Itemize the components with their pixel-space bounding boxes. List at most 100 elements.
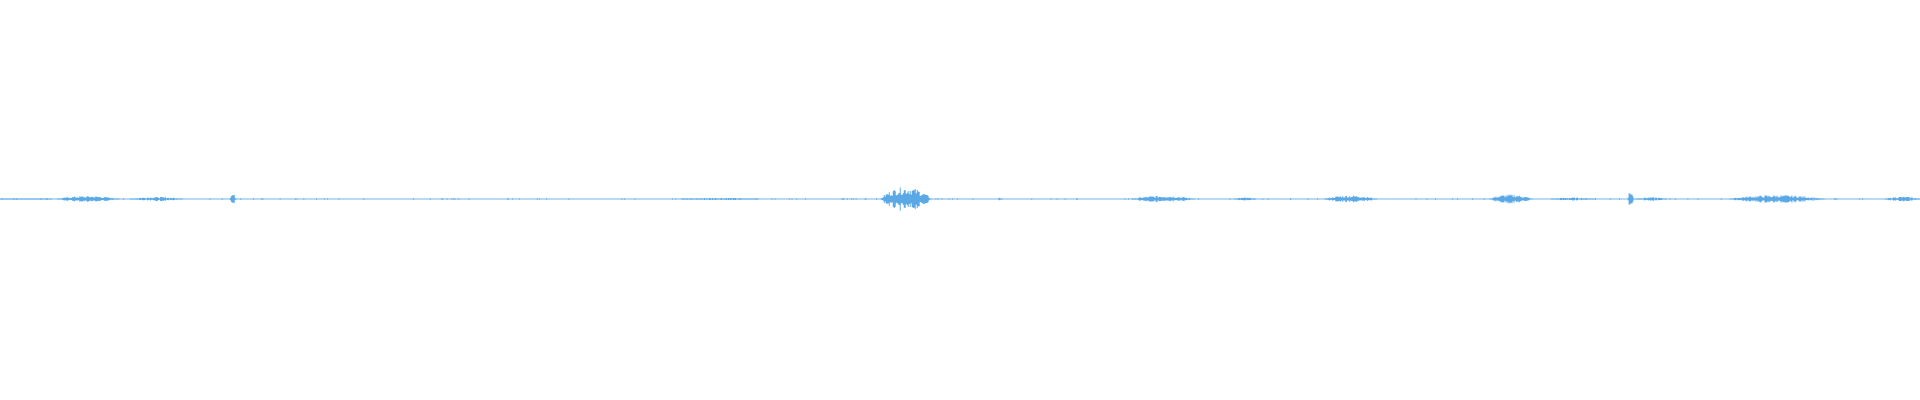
waveform-speck	[1452, 198, 1454, 200]
waveform-burst	[229, 194, 237, 204]
waveform-speck	[327, 198, 329, 200]
waveform-speck	[1198, 198, 1200, 200]
waveform-speck	[1674, 198, 1676, 200]
waveform-speck	[623, 198, 625, 200]
waveform-speck	[675, 198, 677, 200]
waveform-speck	[468, 198, 470, 200]
waveform-speck	[843, 198, 845, 200]
waveform-speck	[1720, 198, 1722, 200]
waveform-speck	[1472, 198, 1473, 200]
waveform-speck	[1316, 198, 1318, 200]
waveform-speck	[1859, 198, 1861, 200]
waveform-speck	[536, 198, 538, 200]
waveform-speck	[864, 198, 866, 200]
waveform-speck	[507, 198, 508, 200]
waveform-speck	[948, 198, 950, 200]
waveform-speck	[941, 198, 943, 200]
waveform-burst	[0, 198, 53, 200]
waveform-speck	[546, 198, 548, 200]
waveform-speck	[951, 198, 953, 200]
waveform-speck	[1290, 198, 1291, 200]
waveform-burst	[1635, 197, 1668, 201]
waveform-speck	[774, 198, 776, 200]
waveform-speck	[1836, 198, 1838, 200]
waveform-speck	[621, 198, 623, 200]
waveform-speck	[1415, 198, 1417, 200]
waveform-speck	[847, 198, 848, 200]
waveform-speck	[841, 198, 843, 200]
waveform-speck	[507, 198, 509, 200]
waveform-speck	[429, 198, 431, 200]
waveform-burst	[1234, 197, 1257, 201]
waveform-speck	[240, 198, 242, 200]
waveform-speck	[791, 198, 793, 200]
waveform-speck	[1131, 198, 1133, 200]
waveform-speck	[209, 198, 211, 200]
waveform-burst	[1324, 195, 1378, 203]
waveform-speck	[1307, 198, 1309, 200]
waveform-speck	[1426, 198, 1428, 200]
waveform-speck	[672, 198, 674, 200]
waveform-speck	[1609, 198, 1611, 200]
waveform-burst	[1627, 193, 1635, 205]
waveform-burst	[1550, 197, 1595, 201]
waveform-burst	[1132, 195, 1195, 203]
waveform-speck	[852, 198, 854, 200]
waveform-speck	[1834, 198, 1836, 200]
waveform-speck	[413, 198, 415, 200]
waveform-speck	[123, 198, 125, 200]
waveform-speck	[512, 198, 514, 200]
waveform-speck	[442, 198, 444, 200]
waveform-speck	[972, 198, 974, 200]
waveform-speck	[1833, 198, 1835, 200]
waveform-speck	[261, 198, 263, 200]
waveform-burst	[880, 187, 932, 211]
waveform-speck	[458, 198, 460, 200]
waveform-speck	[957, 198, 959, 200]
waveform-speck	[316, 198, 317, 200]
waveform-speck	[451, 198, 453, 200]
waveform-speck	[1056, 198, 1058, 200]
waveform-speck	[1262, 198, 1264, 200]
waveform-speck	[1687, 198, 1689, 200]
waveform-speck	[634, 198, 636, 200]
waveform-burst	[1489, 194, 1533, 204]
waveform-speck	[1862, 198, 1864, 200]
waveform-speck	[294, 198, 296, 200]
waveform-speck	[796, 198, 798, 200]
waveform-bursts	[0, 187, 1920, 211]
waveform-speck	[262, 198, 264, 200]
waveform-speck	[441, 198, 443, 200]
waveform-speck	[323, 198, 325, 200]
waveform-speck	[1064, 198, 1066, 200]
waveform-speck	[788, 198, 790, 200]
waveform-speck	[1124, 198, 1126, 200]
waveform-speck	[1435, 198, 1436, 200]
waveform-speck	[279, 198, 281, 200]
waveform-speck	[804, 198, 806, 200]
waveform-speck	[1457, 198, 1459, 200]
waveform-speck	[865, 198, 867, 200]
waveform-speck	[1128, 198, 1129, 200]
waveform-speck	[221, 198, 223, 200]
waveform-burst	[1884, 196, 1920, 202]
waveform-speck	[568, 198, 570, 200]
waveform-burst	[1729, 195, 1825, 203]
waveform-speck	[771, 198, 773, 200]
waveform-speck	[446, 198, 448, 200]
waveform-speck	[519, 198, 521, 200]
waveform-speck	[1669, 198, 1671, 200]
waveform-speck	[1076, 198, 1078, 200]
waveform-speck	[1267, 198, 1269, 200]
waveform-speck	[1050, 198, 1052, 200]
waveform-speck	[1483, 198, 1485, 200]
waveform-speck	[296, 198, 298, 200]
waveform-speck	[539, 198, 541, 200]
waveform-speck	[1697, 198, 1699, 200]
waveform-speck	[937, 198, 939, 200]
waveform-speck	[1031, 198, 1033, 200]
waveform-speck	[454, 198, 456, 200]
waveform-speck	[935, 198, 937, 200]
